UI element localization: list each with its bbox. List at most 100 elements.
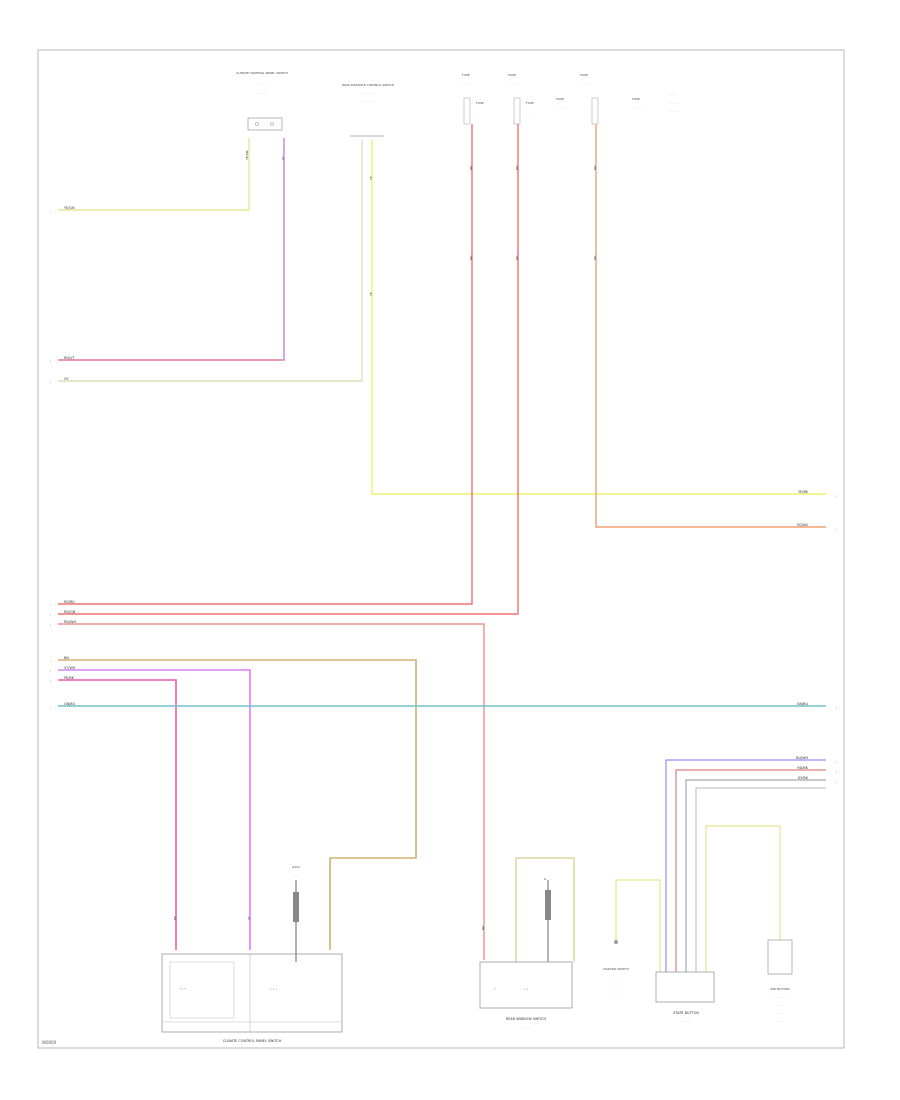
svg-text:· · · · · · ·: · · · · · · · bbox=[362, 91, 374, 95]
svg-text:FUSE: FUSE bbox=[556, 97, 564, 101]
svg-text:OG/BU: OG/BU bbox=[797, 523, 809, 527]
svg-text:‹: ‹ bbox=[50, 209, 51, 213]
svg-text:›: › bbox=[836, 770, 837, 774]
svg-text:FUSE: FUSE bbox=[462, 73, 470, 77]
svg-text:RD: RD bbox=[469, 255, 473, 260]
climate-panel-box: ⌐ ⌐ • • • CLIMATE CONTROL PANEL SWITCH bbox=[161, 953, 343, 1043]
wire-red-r bbox=[675, 769, 826, 972]
svg-text:FUSE: FUSE bbox=[508, 73, 516, 77]
pdc-switch-component: PARK DISTANCE CONTROL SWITCH · · · · · ·… bbox=[342, 83, 394, 137]
svg-text:RD/VT: RD/VT bbox=[64, 356, 75, 360]
svg-text:›: › bbox=[836, 760, 837, 764]
svg-text:BN: BN bbox=[64, 656, 69, 660]
wire-blue-r bbox=[665, 759, 826, 972]
start-button-box: START BUTTON · · · · · · bbox=[655, 971, 715, 1023]
svg-text:· · · · · ·: · · · · · · bbox=[257, 91, 268, 95]
svg-text:• • •: • • • bbox=[270, 987, 277, 991]
esp-button: ESP BUTTON · · · · · · · · · · · · · · ·… bbox=[767, 939, 793, 1023]
left-wire-labels: YE/GN RD/VT GY RD/BU RD/GN RD/WH BN VT/W… bbox=[64, 206, 76, 706]
svg-text:· · ·: · · · bbox=[614, 991, 619, 995]
wire-yellow-right bbox=[371, 140, 826, 495]
svg-text:›: › bbox=[836, 780, 837, 784]
seat-heat-ground: G101 · · · · bbox=[292, 865, 300, 922]
rear-switch-ground: G · · · bbox=[544, 877, 552, 920]
svg-text:· · · · ·: · · · · · bbox=[258, 81, 267, 85]
diagram-frame bbox=[37, 49, 845, 1049]
svg-text:RD: RD bbox=[593, 255, 597, 260]
svg-text:· · · ·: · · · · bbox=[293, 873, 300, 877]
svg-text:GN/BU: GN/BU bbox=[797, 702, 809, 706]
svg-text:· · · · · ·: · · · · · · bbox=[668, 101, 679, 105]
svg-text:· · · ·: · · · · bbox=[668, 93, 675, 97]
svg-text:· · · · ·: · · · · · bbox=[632, 105, 641, 109]
left-edge-arrows: ‹ ‹ ‹ ‹ ‹ ‹ ‹ ‹ ‹ ‹ bbox=[50, 209, 51, 709]
svg-text:RD: RD bbox=[515, 255, 519, 260]
svg-text:‹: ‹ bbox=[50, 659, 51, 663]
svg-text:YE: YE bbox=[369, 176, 373, 180]
svg-text:RD: RD bbox=[515, 165, 519, 170]
right-wire-labels: YE/BK OG/BU GN/BU BU/WH RD/BK GY/BK bbox=[796, 490, 809, 780]
svg-text:· · · · · ·: · · · · · · bbox=[521, 1025, 532, 1029]
svg-text:‹: ‹ bbox=[50, 705, 51, 709]
svg-text:FUSE: FUSE bbox=[632, 97, 640, 101]
svg-text:VT/WH: VT/WH bbox=[64, 666, 76, 670]
svg-text:YE/GN: YE/GN bbox=[64, 206, 75, 210]
wire-pink bbox=[58, 679, 177, 950]
svg-text:· · · · · ·: · · · · · · bbox=[668, 109, 679, 113]
svg-text:YE/GN: YE/GN bbox=[245, 151, 249, 160]
wire-rear-switch bbox=[515, 857, 575, 962]
top-switch-component: CLIMATE CONTROL PANEL SWITCH · · · · · ·… bbox=[236, 71, 288, 131]
svg-text:G · · ·: G · · · bbox=[544, 877, 552, 881]
svg-text:· · · ·: · · · · bbox=[777, 1011, 784, 1015]
svg-text:· · · · · ·: · · · · · · bbox=[363, 99, 374, 103]
svg-text:· · · · ·: · · · · · bbox=[776, 1019, 785, 1023]
fuse-block-2: FUSE · · · · · · FUSE · · bbox=[508, 73, 534, 125]
svg-text:· · · · ·: · · · · · bbox=[556, 105, 565, 109]
right-edge-arrows: › › › › › › bbox=[836, 494, 837, 784]
svg-text:ESP BUTTON: ESP BUTTON bbox=[770, 987, 789, 991]
svg-text:PK/BK: PK/BK bbox=[64, 676, 75, 680]
wire-grey-left bbox=[58, 140, 363, 382]
svg-text:GY: GY bbox=[64, 377, 69, 381]
start-button-label: START BUTTON bbox=[673, 1011, 699, 1015]
svg-text:BU/WH: BU/WH bbox=[796, 756, 808, 760]
svg-text:⌐ ⌐: ⌐ ⌐ bbox=[180, 987, 186, 991]
svg-text:›: › bbox=[836, 527, 837, 531]
svg-text:PK: PK bbox=[173, 915, 177, 920]
wire-tags: YE/GN VT YE RD RD RD RD RD RD YE PK VT R… bbox=[173, 151, 597, 930]
svg-text:RD: RD bbox=[481, 925, 485, 930]
svg-text:FUSE: FUSE bbox=[526, 101, 534, 105]
wire-yellow-hazard bbox=[615, 879, 661, 972]
svg-text:RD/GN: RD/GN bbox=[64, 610, 76, 614]
svg-text:· · · ·: · · · · bbox=[613, 983, 620, 987]
svg-text:HAZARD SWITCH: HAZARD SWITCH bbox=[603, 967, 629, 971]
svg-text:‹: ‹ bbox=[50, 603, 51, 607]
svg-text:›: › bbox=[836, 494, 837, 498]
svg-text:‹: ‹ bbox=[50, 669, 51, 673]
svg-text:VT: VT bbox=[247, 916, 251, 920]
rear-window-switch-box: ⌐ • • REAR WINDOW SWITCH · · · · · · bbox=[479, 961, 573, 1029]
wire-violet-left bbox=[58, 138, 285, 361]
svg-text:VT: VT bbox=[281, 156, 285, 160]
svg-text:‹: ‹ bbox=[50, 613, 51, 617]
climate-panel-label: CLIMATE CONTROL PANEL SWITCH bbox=[223, 1039, 282, 1043]
svg-text:‹: ‹ bbox=[50, 679, 51, 683]
wire-red-1 bbox=[58, 124, 473, 605]
svg-text:· · · ·: · · · · bbox=[613, 975, 620, 979]
svg-text:· · · · · ·: · · · · · · bbox=[580, 81, 591, 85]
svg-text:›: › bbox=[836, 706, 837, 710]
svg-text:· · · · · ·: · · · · · · bbox=[775, 995, 786, 999]
wire-yellow-r bbox=[705, 825, 781, 972]
wire-grey-r bbox=[685, 779, 826, 972]
svg-text:GN/BU: GN/BU bbox=[64, 702, 76, 706]
wire-violet bbox=[58, 669, 251, 950]
fuse-block-1: FUSE · · · · · · FUSE · · bbox=[462, 73, 484, 125]
svg-text:‹: ‹ bbox=[50, 359, 51, 363]
svg-text:• •: • • bbox=[524, 987, 529, 991]
pdc-switch-label: PARK DISTANCE CONTROL SWITCH bbox=[342, 83, 394, 87]
svg-text:· · · · ·: · · · · · bbox=[776, 1003, 785, 1007]
svg-text:‹: ‹ bbox=[50, 623, 51, 627]
top-switch-label: CLIMATE CONTROL PANEL SWITCH bbox=[236, 71, 288, 75]
wire-red-2 bbox=[58, 124, 519, 615]
